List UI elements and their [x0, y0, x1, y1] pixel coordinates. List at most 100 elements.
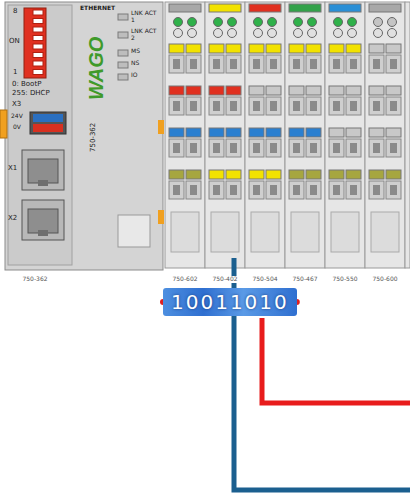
terminal-marker — [209, 128, 224, 137]
spring-terminal — [249, 139, 264, 157]
terminal-slot — [173, 59, 180, 69]
terminal-marker — [249, 44, 264, 53]
red-wire — [262, 318, 410, 403]
terminal-marker — [209, 170, 224, 179]
terminal-marker — [266, 86, 281, 95]
power-terminal-24v — [33, 114, 63, 122]
terminal-slot — [173, 143, 180, 153]
part-number: 750-504 — [251, 276, 278, 283]
spring-terminal — [369, 55, 384, 73]
spring-terminal — [209, 97, 224, 115]
spring-terminal — [329, 181, 344, 199]
spring-terminal — [306, 139, 321, 157]
terminal-marker — [186, 170, 201, 179]
terminal-slot — [213, 143, 220, 153]
terminal-slot — [390, 59, 397, 69]
terminal-slot — [190, 59, 197, 69]
spring-terminal — [329, 139, 344, 157]
module-led — [388, 29, 397, 38]
module-led — [374, 18, 383, 27]
terminal-marker — [329, 170, 344, 179]
orange-clip — [158, 120, 164, 134]
terminal-marker — [386, 170, 401, 179]
module-led — [348, 29, 357, 38]
terminal-slot — [293, 101, 300, 111]
module-foot — [171, 212, 199, 252]
terminal-slot — [310, 101, 317, 111]
spring-terminal — [226, 181, 241, 199]
terminal-slot — [390, 101, 397, 111]
spring-terminal — [369, 139, 384, 157]
module-color-strip — [329, 4, 361, 12]
dip-switch-lever — [33, 61, 43, 66]
spring-terminal — [209, 55, 224, 73]
terminal-marker — [186, 86, 201, 95]
terminal-marker — [266, 44, 281, 53]
terminal-marker — [289, 128, 304, 137]
dip-switch — [24, 8, 46, 78]
terminal-slot — [390, 185, 397, 195]
terminal-slot — [310, 185, 317, 195]
terminal-marker — [306, 86, 321, 95]
rj45-port — [22, 200, 64, 240]
module-color-strip — [369, 4, 401, 12]
status-led — [118, 62, 128, 68]
spring-terminal — [249, 181, 264, 199]
terminal-slot — [333, 143, 340, 153]
part-number: 750-402 — [211, 276, 238, 283]
terminal-slot — [253, 185, 260, 195]
module-led — [188, 29, 197, 38]
spring-terminal — [386, 181, 401, 199]
terminal-slot — [310, 59, 317, 69]
orange-clip — [158, 210, 164, 224]
dip-switch-lever — [33, 70, 43, 75]
terminal-marker — [329, 44, 344, 53]
terminal-slot — [190, 143, 197, 153]
terminal-marker — [266, 170, 281, 179]
module-color-strip — [249, 4, 281, 12]
spring-terminal — [266, 55, 281, 73]
terminal-marker — [369, 128, 384, 137]
module-led — [214, 29, 223, 38]
io-module — [205, 2, 245, 268]
spring-terminal — [289, 97, 304, 115]
address-note: 255: DHCP — [12, 90, 50, 98]
spring-terminal — [226, 97, 241, 115]
rj45-socket — [28, 159, 58, 183]
spring-terminal — [386, 97, 401, 115]
terminal-marker — [386, 128, 401, 137]
terminal-marker — [249, 86, 264, 95]
spring-terminal — [266, 97, 281, 115]
terminal-marker — [186, 128, 201, 137]
module-led — [254, 18, 263, 27]
terminal-marker — [346, 170, 361, 179]
spring-terminal — [346, 97, 361, 115]
terminal-marker — [226, 44, 241, 53]
terminal-slot — [173, 185, 180, 195]
spring-terminal — [306, 55, 321, 73]
part-number: 750-362 — [90, 123, 98, 152]
terminal-slot — [373, 143, 380, 153]
module-led — [174, 18, 183, 27]
pin-name: 0V — [13, 124, 21, 131]
spring-terminal — [329, 55, 344, 73]
terminal-marker — [369, 170, 384, 179]
module-led — [268, 29, 277, 38]
part-number: 750-362 — [21, 276, 48, 283]
module-led — [334, 29, 343, 38]
part-number: 750-550 — [331, 276, 358, 283]
module-color-strip — [169, 4, 201, 12]
terminal-slot — [213, 185, 220, 195]
terminal-slot — [270, 143, 277, 153]
spring-terminal — [266, 181, 281, 199]
status-led — [118, 32, 128, 38]
terminal-slot — [213, 59, 220, 69]
module-foot — [331, 212, 359, 252]
terminal-slot — [190, 101, 197, 111]
terminal-marker — [306, 44, 321, 53]
port-name: X1 — [8, 165, 17, 173]
module-led — [228, 29, 237, 38]
terminal-slot — [270, 185, 277, 195]
module-led — [334, 18, 343, 27]
dip-switch-lever — [33, 36, 43, 41]
